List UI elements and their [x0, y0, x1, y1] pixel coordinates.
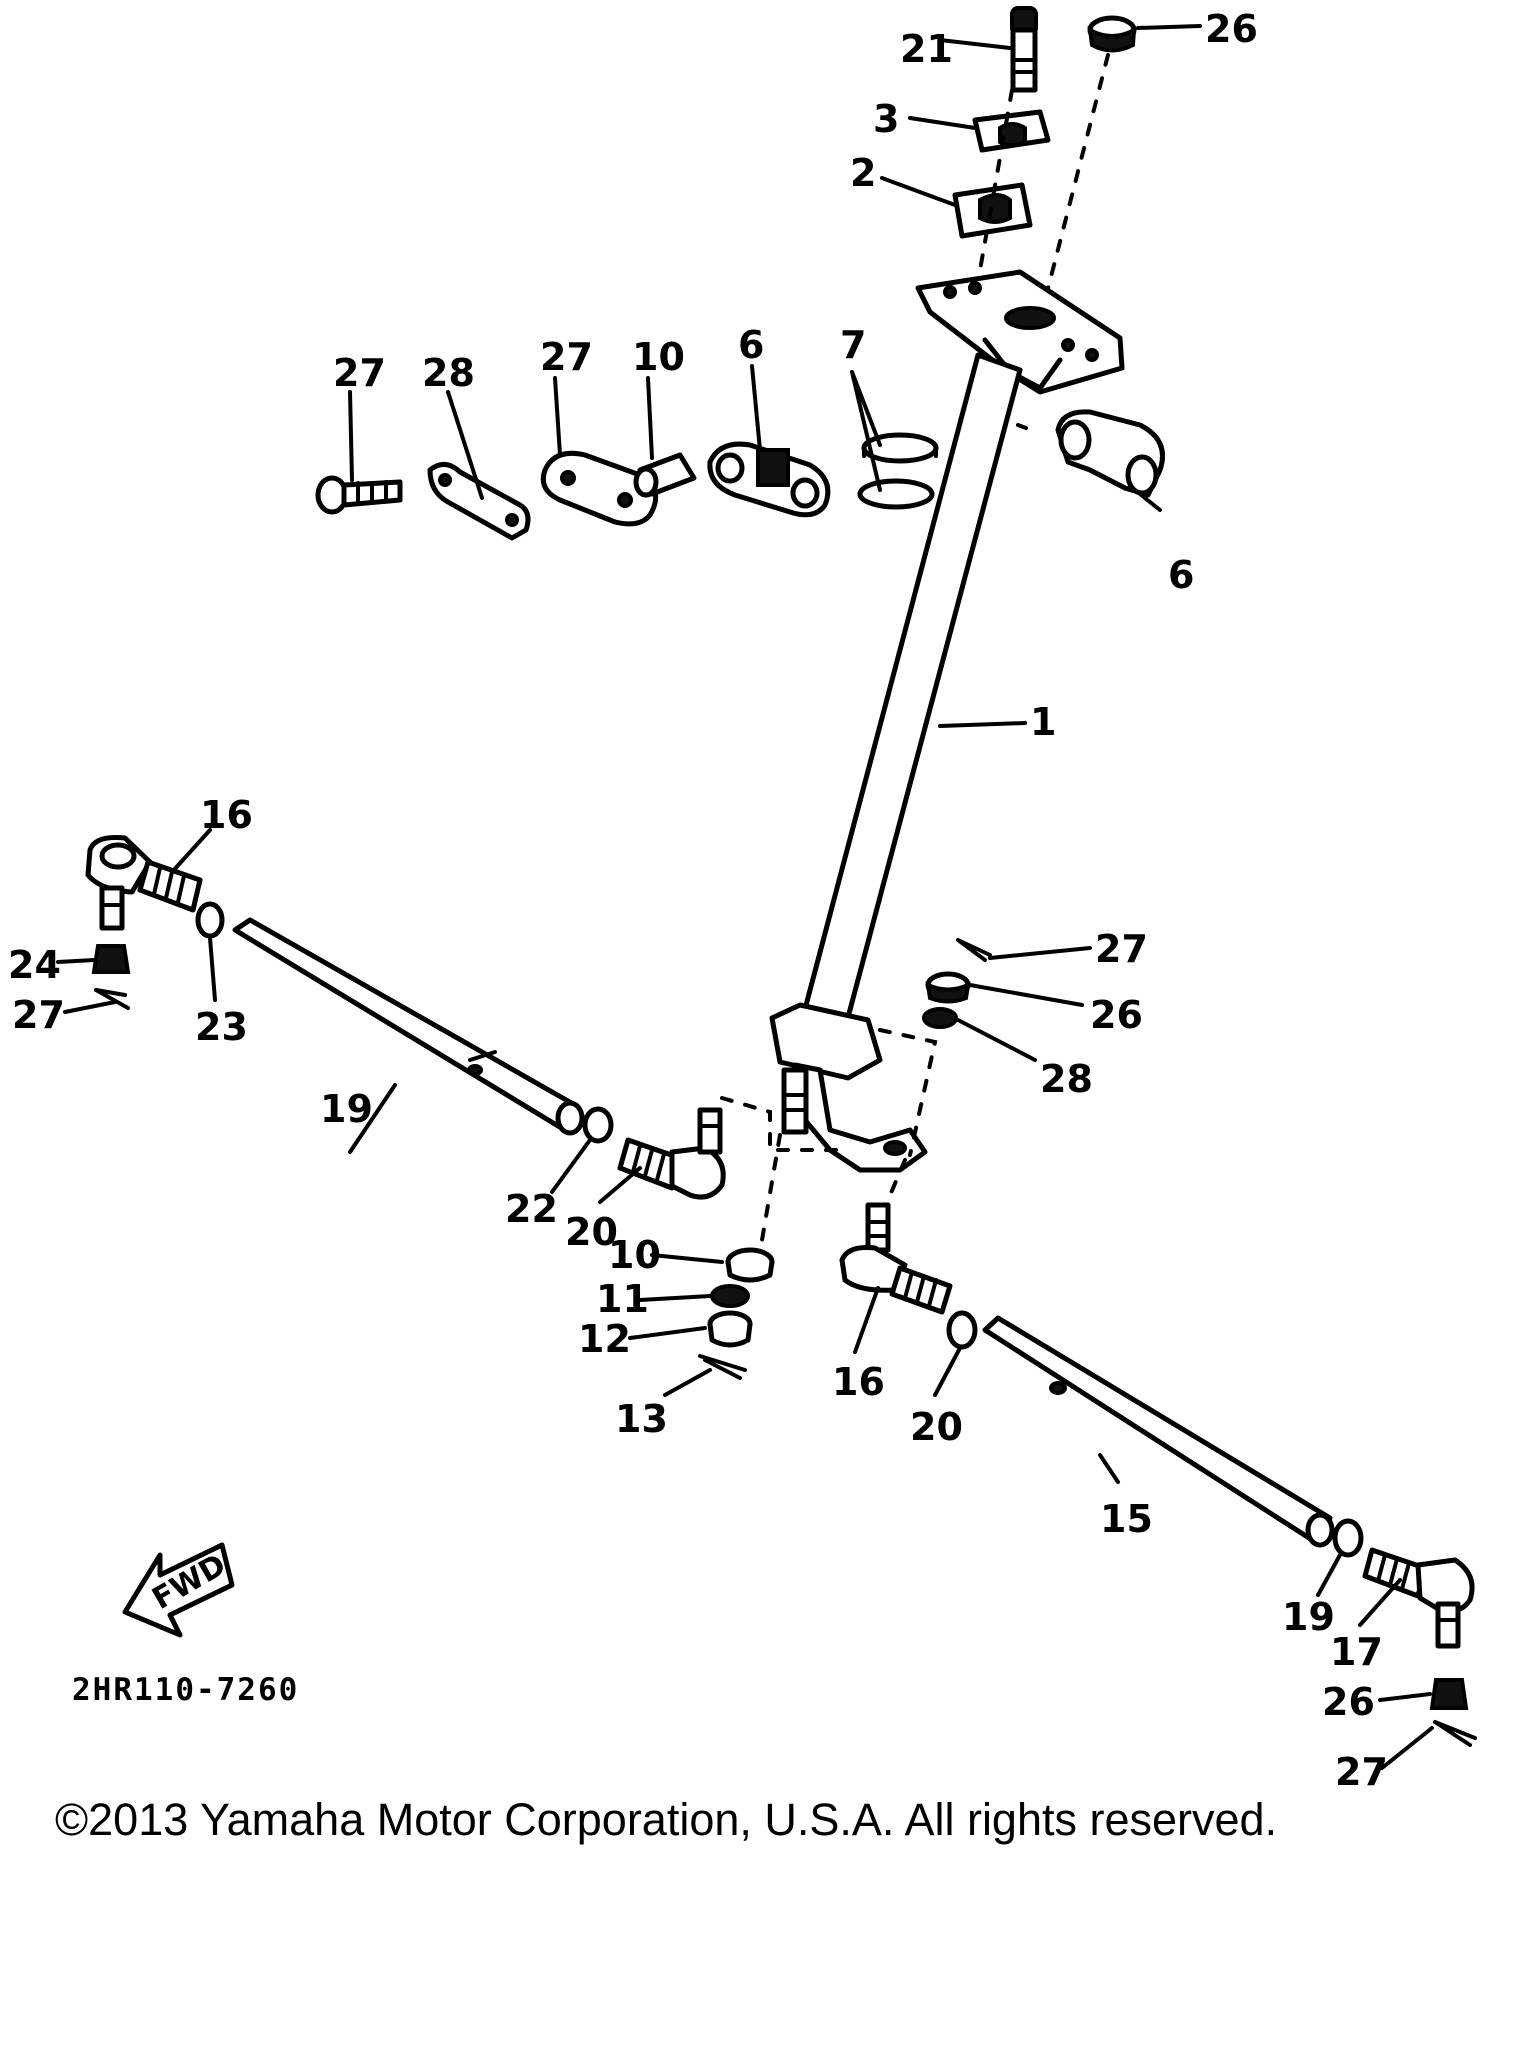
callout-27-right: 27	[1335, 1750, 1388, 1794]
callout-6-right: 6	[1168, 553, 1194, 597]
callout-labels: 21 26 3 2 27 28 27 10 6 7 6 1 16 24 27 2…	[8, 7, 1388, 1794]
callout-11: 10	[632, 335, 685, 379]
callout-18: 17	[1330, 1630, 1383, 1674]
callout-19: 20	[910, 1405, 963, 1449]
callout-17: 16	[832, 1360, 885, 1404]
callout-14: 12	[578, 1317, 631, 1361]
callout-26-mid: 26	[1090, 993, 1143, 1037]
callout-20: 19	[1282, 1595, 1335, 1639]
tie-rod-end-part-22	[617, 1107, 726, 1200]
callout-10: 28	[422, 351, 475, 395]
nut-part-25	[195, 901, 225, 939]
nut-part-14	[707, 1310, 753, 1348]
lock-plate-part-10	[427, 462, 531, 541]
callout-26-left: 24	[8, 943, 61, 987]
drawing-code: 2HR110-7260	[72, 1672, 299, 1708]
nut-part-20	[1332, 1518, 1364, 1558]
bolt-part-4	[1010, 6, 1038, 93]
assembly-line	[760, 1133, 782, 1242]
plate-part-8	[540, 450, 659, 527]
clamp-part-3	[972, 109, 1051, 153]
holder-part-6-left	[707, 441, 831, 518]
callout-25: 23	[195, 1005, 248, 1049]
callout-1: 1	[1030, 700, 1056, 744]
screw-part-9	[315, 475, 403, 515]
assembly-line	[886, 1158, 907, 1202]
assembly-line	[878, 1028, 938, 1157]
tie-rod-end-part-17	[839, 1202, 953, 1315]
callout-3: 3	[873, 97, 899, 141]
callout-6-left: 6	[738, 323, 764, 367]
callout-27-upper: 27	[1095, 927, 1148, 971]
cotter-pin-part-27-right	[1433, 1720, 1477, 1747]
callout-2: 2	[850, 151, 876, 195]
cotter-pin-part-27-left	[94, 988, 130, 1010]
nut-part-24	[582, 1106, 614, 1144]
cap-part-5	[1087, 15, 1137, 53]
callout-26-right: 26	[1322, 1680, 1375, 1724]
tie-rod-part-16	[982, 1315, 1335, 1548]
callout-23: 16	[200, 793, 253, 837]
bushing-part-7	[857, 432, 939, 510]
cotter-pin-part-27-upper	[956, 938, 992, 962]
callout-15: 13	[615, 1397, 668, 1441]
nut-part-19	[946, 1310, 978, 1350]
nut-part-26-mid	[925, 971, 971, 1004]
tie-rod-end-part-18	[1362, 1547, 1475, 1649]
callout-12: 10	[608, 1233, 661, 1277]
callout-24: 22	[505, 1187, 558, 1231]
callout-21: 19	[320, 1087, 373, 1131]
cotter-pin-part-15	[698, 1354, 747, 1380]
pitman-arm	[769, 1002, 928, 1173]
copyright-notice: ©2013 Yamaha Motor Corporation, U.S.A. A…	[55, 1794, 1277, 1845]
tie-rod-part-21	[232, 917, 585, 1136]
callout-13: 11	[596, 1277, 649, 1321]
callout-28: 28	[1040, 1057, 1093, 1101]
callout-9: 27	[333, 351, 386, 395]
callout-22: 20	[565, 1210, 618, 1254]
nut-part-12	[725, 1247, 775, 1283]
assembly-line	[720, 1096, 842, 1152]
collar-part-11	[633, 452, 697, 498]
callout-5: 26	[1205, 7, 1258, 51]
callout-4: 21	[900, 27, 953, 71]
forward-direction-arrow: FWD	[122, 1542, 235, 1638]
clamp-part-2	[952, 182, 1033, 239]
holder-part-6-right	[1055, 409, 1165, 498]
leader-lines	[56, 24, 1434, 1770]
callout-8: 27	[540, 335, 593, 379]
upper-bracket	[915, 269, 1125, 395]
assembly-line	[978, 88, 1014, 272]
nut-part-26-right	[1429, 1678, 1469, 1710]
callout-16: 15	[1100, 1497, 1153, 1541]
callout-7: 7	[840, 323, 866, 367]
washer-part-28	[922, 1007, 958, 1029]
washer-part-13	[710, 1284, 750, 1308]
tie-rod-end-part-23	[85, 835, 203, 931]
callout-27-left: 27	[12, 993, 65, 1037]
nut-part-26-left	[91, 944, 131, 974]
assembly-line	[1043, 53, 1110, 302]
